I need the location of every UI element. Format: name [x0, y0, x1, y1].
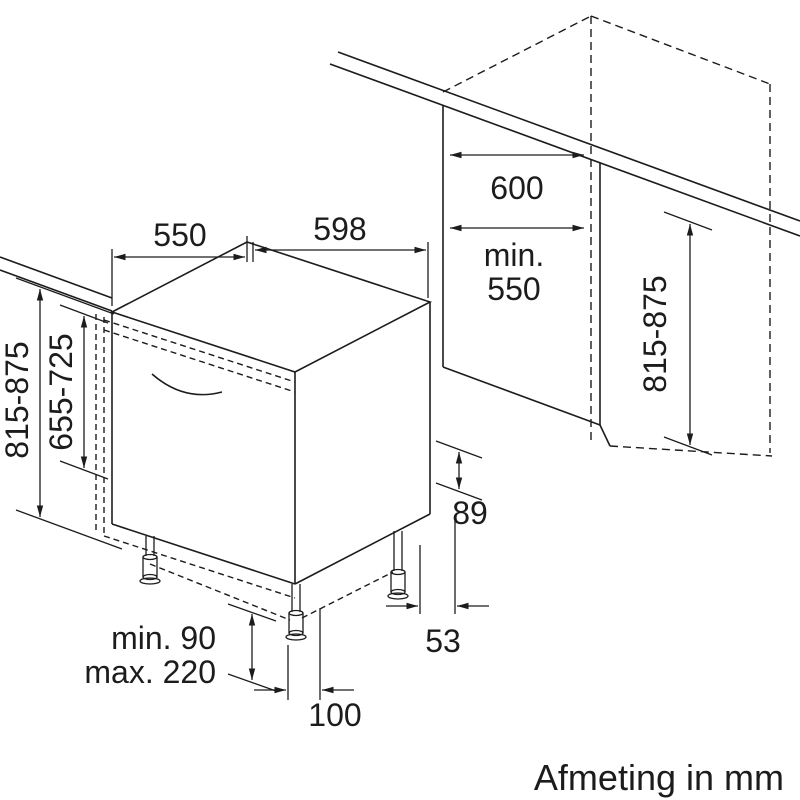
dim-niche-height-label: 815-875: [637, 275, 673, 392]
dim-plinth-height: min. 90 max. 220: [84, 603, 277, 692]
niche-dashed-box: [442, 15, 773, 457]
dim-rear-recess-height-label: 89: [452, 495, 488, 531]
dim-rear-recess-depth: 53: [386, 515, 489, 659]
dim-plinth-height-min-label: min. 90: [111, 620, 216, 656]
units-caption: Afmeting in mm: [534, 757, 784, 798]
dim-door-clearance: 100: [254, 608, 362, 733]
dim-niche-height: 815-875: [637, 211, 713, 456]
dishwasher-body: [109, 241, 433, 585]
dim-appliance-height: 815-875: [0, 277, 123, 550]
dim-niche-depth-label-line1: min.: [484, 237, 544, 273]
dim-appliance-width-label: 598: [313, 211, 366, 247]
dim-niche-width: 600: [450, 151, 584, 206]
dim-door-height-label: 655-725: [43, 333, 79, 450]
dim-niche-depth: min. 550: [450, 224, 584, 307]
dim-door-height: 655-725: [43, 304, 109, 480]
dim-niche-depth-label-line2: 550: [487, 271, 540, 307]
door-handle: [151, 373, 223, 396]
dimensions: 550 598 600 min. 550 815-875 655: [0, 151, 713, 733]
feet: [139, 531, 409, 641]
door-dashed-outline: [95, 314, 296, 599]
dishwasher: [95, 241, 433, 641]
dim-appliance-width: 598: [252, 211, 429, 298]
plinth-dashed: [149, 563, 394, 621]
foot-right: [387, 531, 409, 600]
dim-appliance-depth-label: 550: [153, 217, 206, 253]
worktop-lines: [0, 51, 800, 312]
dim-appliance-height-label: 815-875: [0, 341, 35, 458]
dim-rear-recess-depth-label: 53: [425, 623, 461, 659]
dim-niche-width-label: 600: [490, 170, 543, 206]
foot-left: [139, 536, 161, 585]
dim-rear-recess-height: 89: [435, 440, 488, 531]
niche-side-panel: [442, 105, 611, 447]
dim-plinth-height-max-label: max. 220: [84, 654, 216, 690]
dim-appliance-depth: 550: [111, 217, 248, 306]
foot-front: [285, 584, 307, 641]
dim-door-clearance-label: 100: [308, 697, 361, 733]
